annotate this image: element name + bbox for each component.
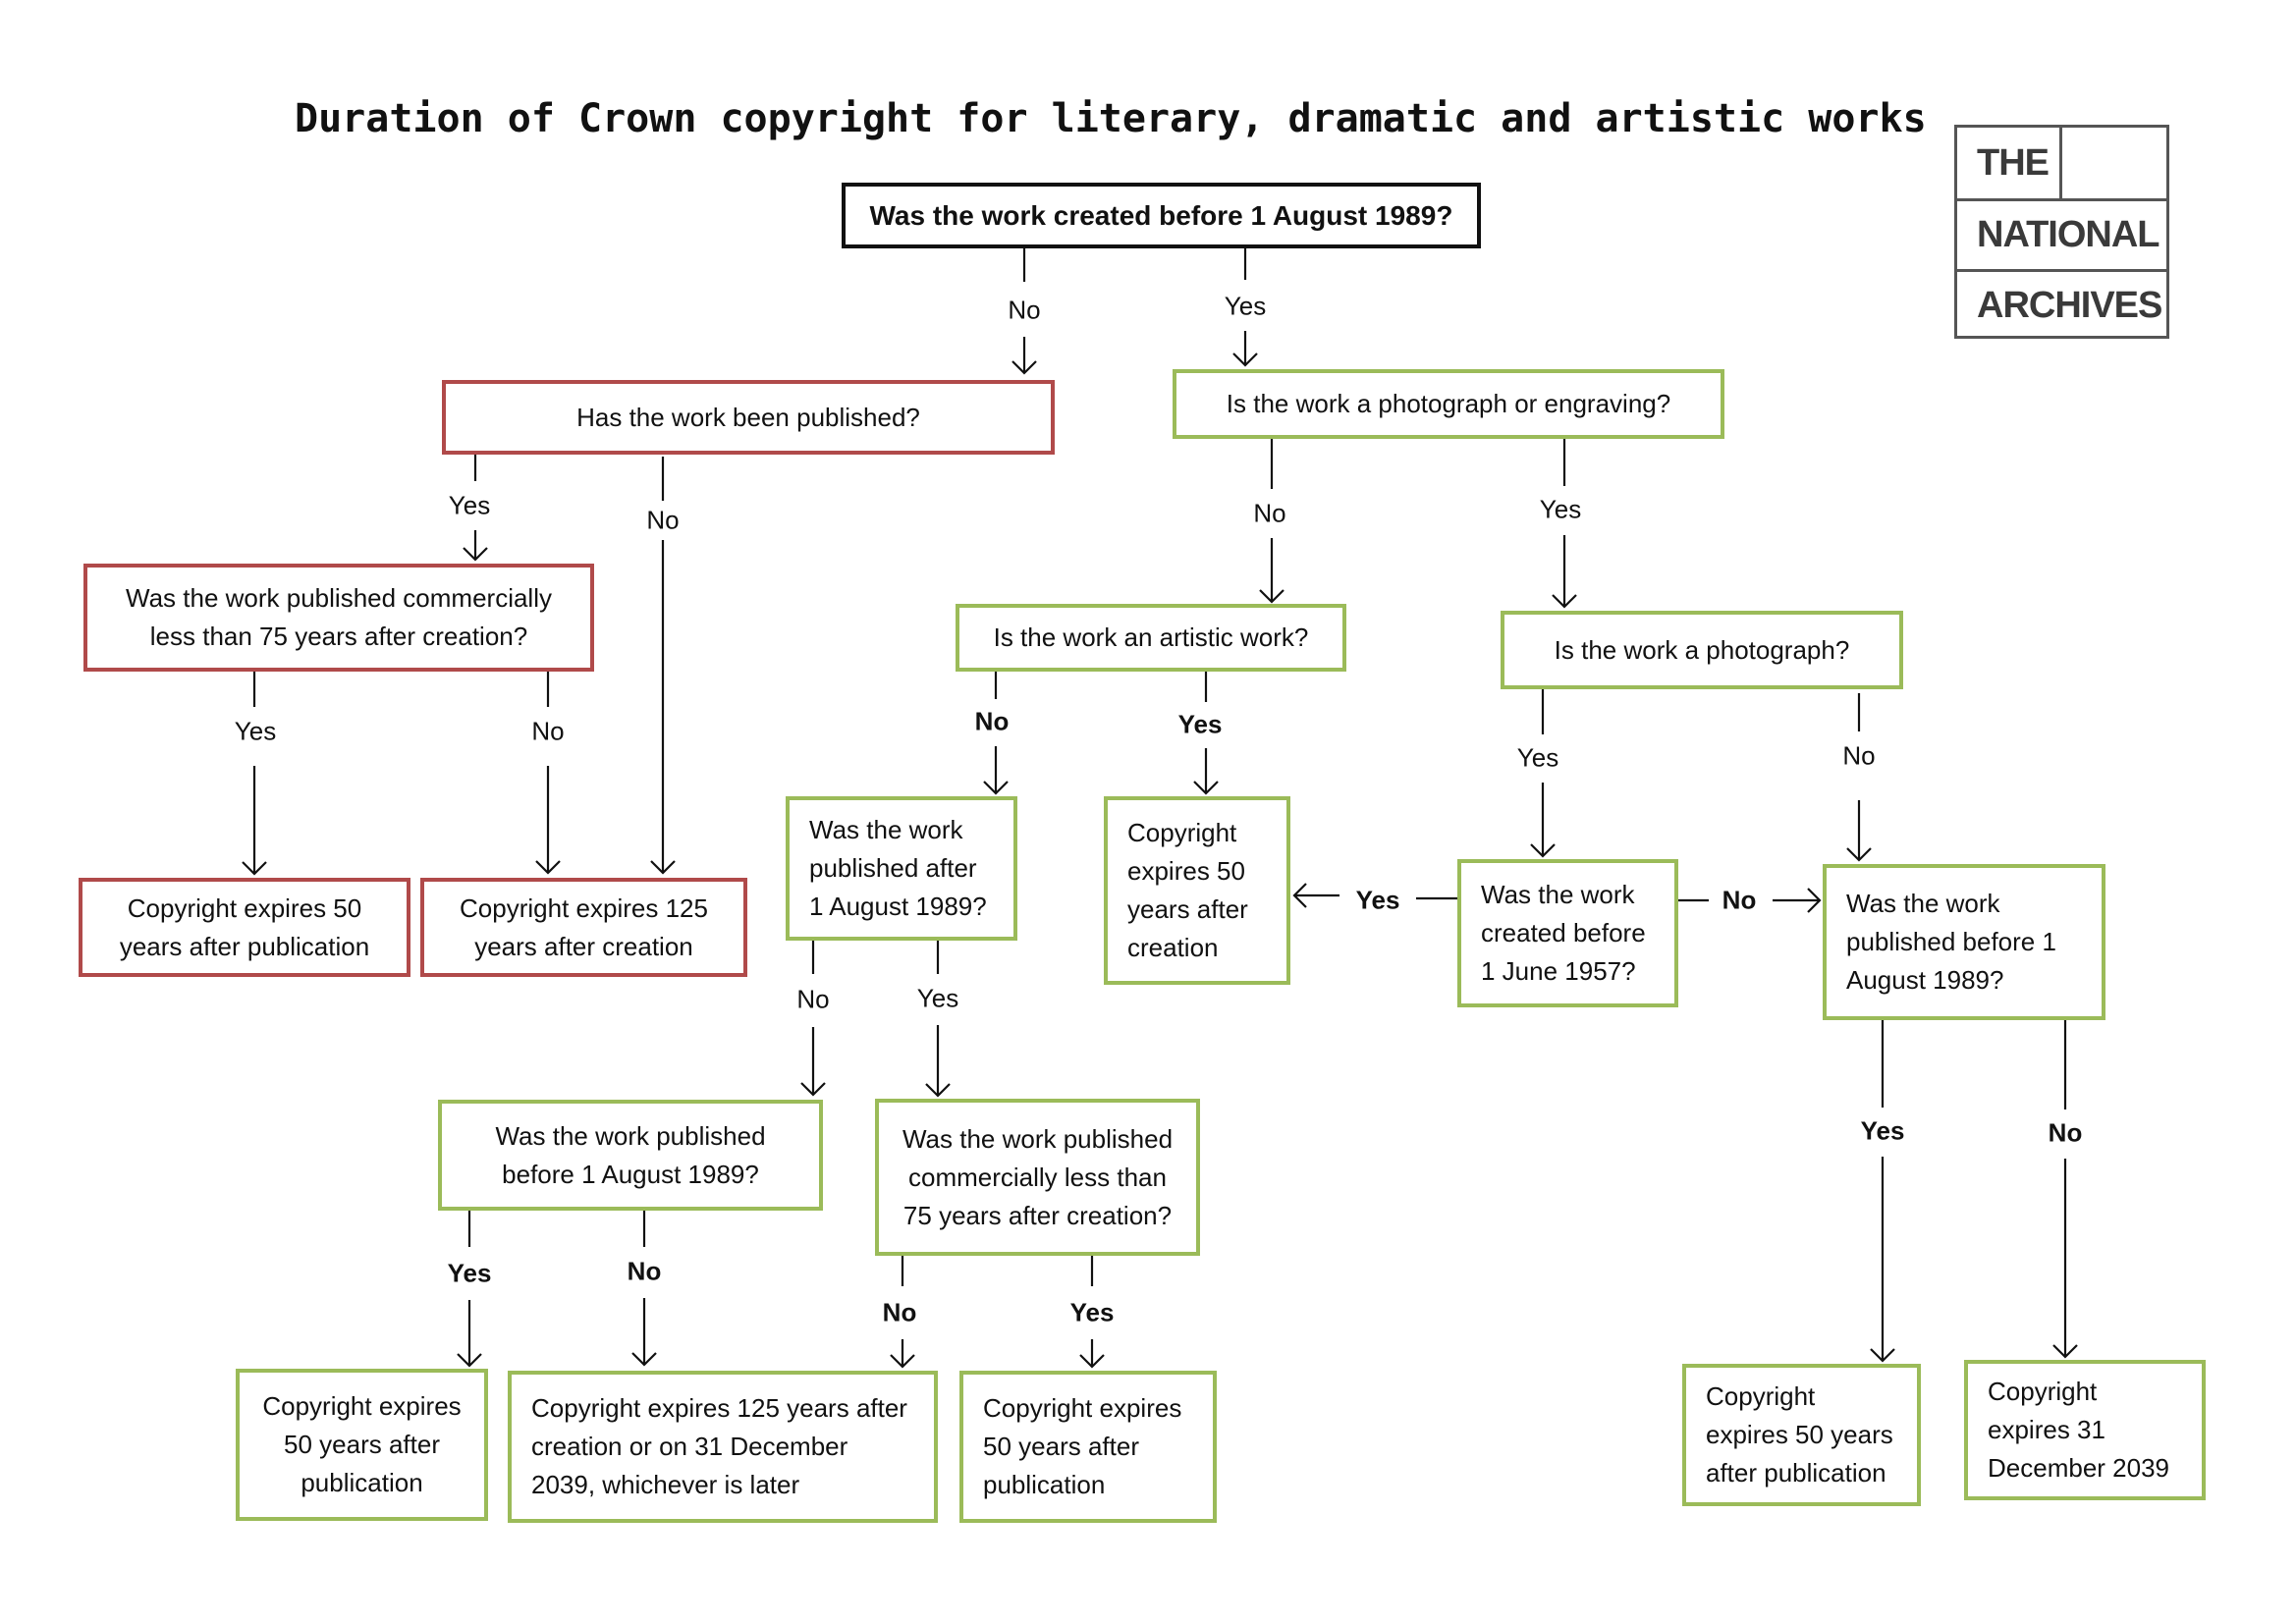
arrow-head: [1846, 847, 1872, 862]
edge-label-yes: Yes: [1514, 742, 1561, 774]
arrow-head: [457, 1353, 482, 1368]
arrow-head: [1259, 589, 1285, 604]
arrow-head: [925, 1083, 951, 1098]
arrow-head: [1079, 1354, 1105, 1369]
page-title: Duration of Crown copyright for literary…: [295, 96, 1927, 141]
arrow-head: [631, 1352, 657, 1367]
edge-label-no: No: [2046, 1117, 2085, 1149]
arrow-head: [1807, 888, 1822, 913]
arrow-head: [1232, 352, 1258, 367]
arrow-head: [1870, 1348, 1895, 1363]
edge-label-no: No: [529, 716, 567, 747]
edge-label-no: No: [972, 706, 1011, 737]
arrow-head: [983, 781, 1009, 795]
edge-label-yes: Yes: [1537, 494, 1584, 525]
edge-label-no: No: [1840, 740, 1878, 772]
arrow-head: [1552, 594, 1577, 609]
edge-label-yes: Yes: [914, 983, 961, 1014]
edge-label-yes: Yes: [445, 1258, 494, 1289]
arrow-head: [242, 861, 267, 876]
edge-label-yes: Yes: [446, 490, 493, 521]
edge-label-yes: Yes: [1858, 1115, 1907, 1147]
national-archives-logo: THE NATIONAL ARCHIVES: [1954, 125, 2169, 339]
edge-label-no: No: [625, 1256, 664, 1287]
edge-label-yes: Yes: [1067, 1297, 1117, 1328]
arrow-head: [800, 1082, 826, 1097]
arrow-head: [890, 1354, 915, 1369]
node-published: Has the work been published?: [442, 380, 1055, 455]
edge-label-no: No: [794, 984, 832, 1015]
arrow-head: [1011, 360, 1037, 375]
edge-label-yes: Yes: [232, 716, 279, 747]
arrow-head: [1193, 781, 1219, 795]
arrow-head: [463, 547, 488, 562]
arrow-head: [2052, 1344, 2078, 1359]
edge-label-no: No: [880, 1297, 919, 1328]
edge-label-no: No: [1251, 498, 1288, 529]
edge-label-no: No: [1006, 295, 1043, 326]
node-photograph: Is the work a photograph?: [1501, 611, 1903, 689]
edge-label-no: No: [644, 505, 682, 536]
edge-label-yes: Yes: [1353, 885, 1402, 916]
edge-label-yes: Yes: [1175, 709, 1225, 740]
arrow-head: [535, 860, 561, 875]
arrow-head: [1530, 843, 1556, 858]
node-artistic-work: Is the work an artistic work?: [956, 604, 1346, 672]
arrow-head: [1292, 883, 1307, 908]
edge-label-no: No: [1720, 885, 1759, 916]
node-created-before-1989: Was the work created before 1 August 198…: [842, 183, 1481, 248]
node-photo-or-engraving: Is the work a photograph or engraving?: [1173, 369, 1724, 439]
arrow-head: [650, 860, 676, 875]
edge-label-yes: Yes: [1222, 291, 1269, 322]
